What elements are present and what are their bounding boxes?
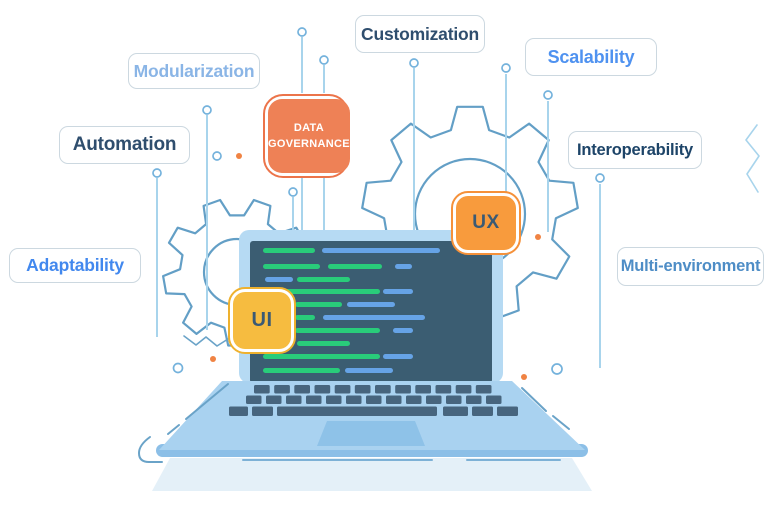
label-scalability-text: Scalability [547, 46, 635, 67]
badge-ux-body: UX [456, 196, 516, 250]
label-adaptability-text: Adaptability [26, 255, 124, 275]
badge-ui-body: UI [233, 292, 291, 349]
laptop-screen [250, 241, 492, 383]
connector-terminal-circles [152, 27, 605, 375]
badge-ui: UI [228, 287, 296, 354]
badge-data-governance: DATA GOVERNANCE [263, 94, 350, 178]
circuit-zigzag-lines [183, 124, 760, 347]
trackpad [317, 421, 425, 446]
corner-dashes [137, 383, 570, 463]
label-customization: Customization [355, 15, 485, 53]
label-adaptability: Adaptability [9, 248, 141, 283]
cable-hook [137, 436, 163, 463]
label-automation: Automation [59, 126, 190, 164]
label-modularization-text: Modularization [133, 60, 255, 81]
badge-data-governance-line1: DATA [293, 121, 324, 134]
label-multi-environment-text: Multi-environment [620, 257, 761, 275]
badge-ui-text: UI [251, 309, 273, 331]
label-interoperability: Interoperability [568, 131, 702, 169]
badge-data-governance-body: DATA GOVERNANCE [268, 99, 350, 173]
connector-lines [156, 37, 601, 368]
accent-dots [210, 153, 541, 380]
laptop-reflection [152, 458, 592, 491]
label-multi-environment: Multi-environment [617, 247, 764, 286]
badge-ux-text: UX [472, 212, 500, 233]
label-modularization: Modularization [128, 53, 260, 89]
keyboard-keys [229, 385, 518, 416]
label-customization-text: Customization [361, 23, 479, 44]
badge-data-governance-line2: GOVERNANCE [268, 138, 350, 150]
code-lines [263, 248, 440, 373]
label-automation-text: Automation [72, 134, 177, 155]
label-scalability: Scalability [525, 38, 657, 76]
label-interoperability-text: Interoperability [577, 140, 693, 159]
badge-ux: UX [451, 191, 521, 255]
laptop-illustration [152, 230, 592, 491]
